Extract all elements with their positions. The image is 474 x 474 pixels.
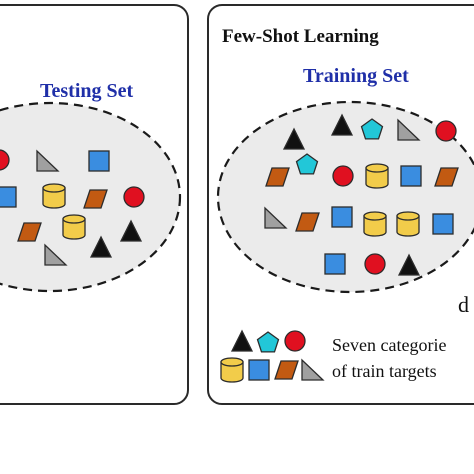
orange-parallelogram-shape xyxy=(83,189,108,209)
blue-square-shape xyxy=(248,359,270,381)
red-circle-shape xyxy=(364,253,386,275)
yellow-cylinder-top xyxy=(363,211,387,221)
yellow-cylinder-shape xyxy=(363,211,387,237)
few-shot-title: Few-Shot Learning xyxy=(222,26,379,47)
orange-parallelogram-shape xyxy=(295,212,320,232)
black-triangle xyxy=(230,329,254,352)
red-circle-shape xyxy=(0,149,10,171)
gray-right-triangle-shape xyxy=(397,118,421,141)
red-circle xyxy=(332,165,354,187)
black-triangle xyxy=(397,253,421,276)
blue-square xyxy=(88,150,110,172)
gray-right-triangle xyxy=(36,149,60,172)
cyan-pentagon-shape xyxy=(256,331,280,353)
yellow-cylinder-top xyxy=(365,163,389,173)
orange-parallelogram-shape xyxy=(434,167,459,187)
yellow-cylinder-body xyxy=(62,218,86,240)
blue-square xyxy=(0,186,17,208)
cyan-pentagon xyxy=(256,331,280,353)
yellow-cylinder-top xyxy=(62,214,86,224)
testing-set-label: Testing Set xyxy=(40,80,134,102)
gray-right-triangle xyxy=(264,206,288,229)
black-triangle-shape xyxy=(282,127,306,150)
gray-right-triangle xyxy=(44,243,68,266)
cyan-pentagon-shape xyxy=(360,118,384,140)
yellow-cylinder-shape xyxy=(62,214,86,240)
yellow-cylinder-top xyxy=(220,357,244,367)
cyan-pentagon xyxy=(360,118,384,140)
gray-right-triangle-shape xyxy=(44,243,68,266)
red-circle xyxy=(364,253,386,275)
red-circle xyxy=(0,149,10,171)
black-triangle-shape xyxy=(330,113,354,136)
legend-text-line2: of train targets xyxy=(332,361,437,381)
orange-parallelogram xyxy=(17,222,42,242)
yellow-cylinder-shape xyxy=(365,163,389,189)
black-triangle xyxy=(330,113,354,136)
red-circle-shape xyxy=(123,186,145,208)
red-circle-shape xyxy=(284,330,306,352)
gray-right-triangle-shape xyxy=(36,149,60,172)
blue-square-shape xyxy=(88,150,110,172)
black-triangle xyxy=(282,127,306,150)
blue-square xyxy=(331,206,353,228)
training-set-ellipse xyxy=(216,100,474,294)
yellow-cylinder-body xyxy=(363,215,387,237)
black-triangle-shape xyxy=(89,235,113,258)
blue-square xyxy=(400,165,422,187)
yellow-cylinder-body xyxy=(365,167,389,189)
truncated-label-d: d xyxy=(458,292,469,317)
orange-parallelogram-shape xyxy=(265,167,290,187)
blue-square xyxy=(432,213,454,235)
legend-text-line1: Seven categorie xyxy=(332,335,446,355)
blue-square xyxy=(248,359,270,381)
orange-parallelogram xyxy=(265,167,290,187)
red-circle xyxy=(435,120,457,142)
yellow-cylinder-shape xyxy=(396,211,420,237)
orange-parallelogram xyxy=(274,360,299,380)
black-triangle-shape xyxy=(119,219,143,242)
yellow-cylinder-shape xyxy=(220,357,244,383)
orange-parallelogram xyxy=(83,189,108,209)
gray-right-triangle-shape xyxy=(264,206,288,229)
yellow-cylinder-top xyxy=(396,211,420,221)
yellow-cylinder-body xyxy=(220,361,244,383)
yellow-cylinder-shape xyxy=(42,183,66,209)
yellow-cylinder-body xyxy=(42,187,66,209)
red-circle-shape xyxy=(435,120,457,142)
red-circle xyxy=(284,330,306,352)
red-circle-shape xyxy=(332,165,354,187)
gray-right-triangle xyxy=(301,358,325,381)
black-triangle xyxy=(119,219,143,242)
yellow-cylinder-top xyxy=(42,183,66,193)
black-triangle-shape xyxy=(230,329,254,352)
cyan-pentagon xyxy=(295,153,319,175)
blue-square-shape xyxy=(400,165,422,187)
blue-square-shape xyxy=(324,253,346,275)
orange-parallelogram-shape xyxy=(17,222,42,242)
gray-right-triangle xyxy=(397,118,421,141)
red-circle xyxy=(123,186,145,208)
blue-square-shape xyxy=(432,213,454,235)
cyan-pentagon-shape xyxy=(295,153,319,175)
training-set-label: Training Set xyxy=(303,65,409,87)
yellow-cylinder-body xyxy=(396,215,420,237)
blue-square-shape xyxy=(331,206,353,228)
gray-right-triangle-shape xyxy=(301,358,325,381)
shape-layer xyxy=(0,113,459,383)
orange-parallelogram xyxy=(434,167,459,187)
orange-parallelogram-shape xyxy=(274,360,299,380)
black-triangle xyxy=(89,235,113,258)
blue-square xyxy=(324,253,346,275)
orange-parallelogram xyxy=(295,212,320,232)
blue-square-shape xyxy=(0,186,17,208)
black-triangle-shape xyxy=(397,253,421,276)
